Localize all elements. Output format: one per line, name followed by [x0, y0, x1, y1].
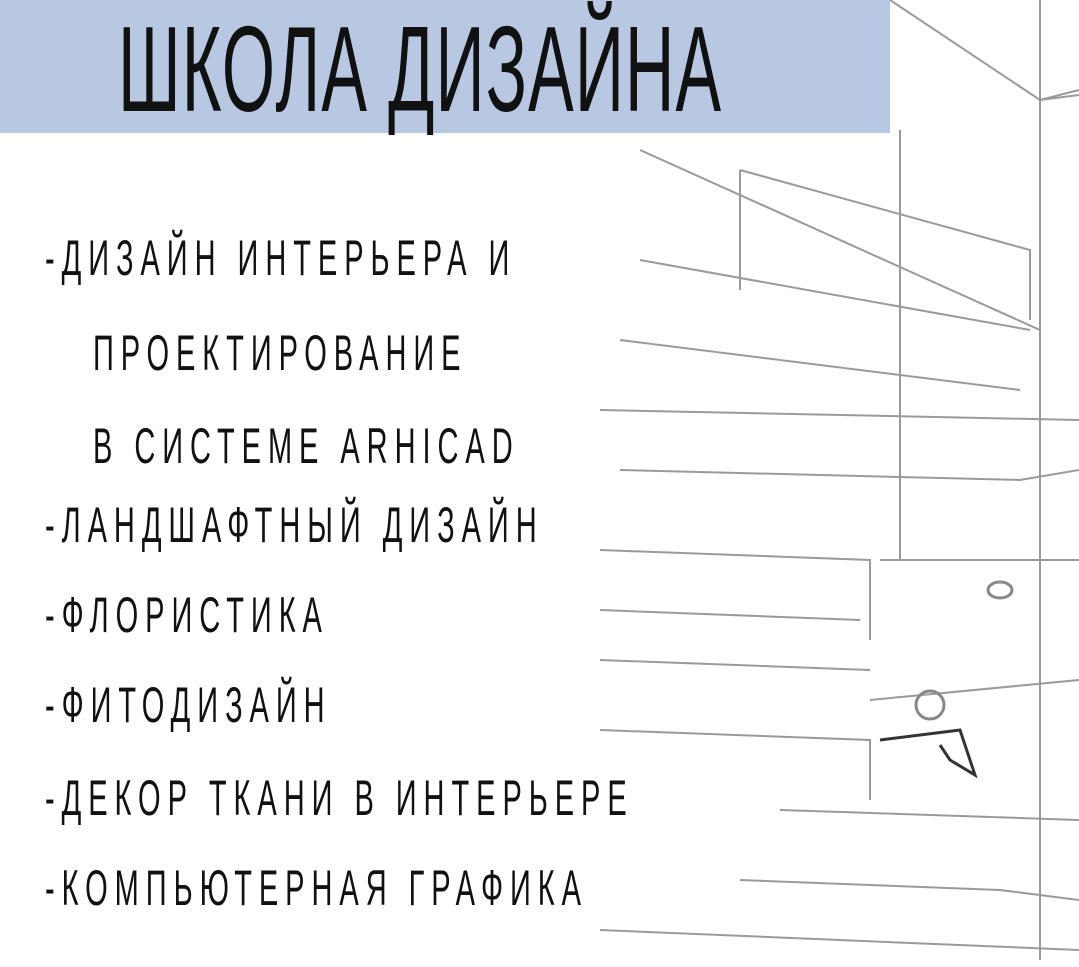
page-title: ШКОЛА ДИЗАЙНА	[118, 1, 723, 137]
course-item: -ФЛОРИСТИКА	[45, 587, 329, 643]
course-item: -ДЕКОР ТКАНИ В ИНТЕРЬЕРЕ	[45, 770, 634, 826]
course-item: -ДИЗАЙН ИНТЕРЬЕРА И	[45, 230, 517, 286]
course-item-continued: В СИСТЕМЕ ARHICAD	[93, 418, 520, 474]
course-item-continued: ПРОЕКТИРОВАНИЕ	[93, 325, 468, 381]
course-item: -КОМПЬЮТЕРНАЯ ГРАФИКА	[45, 860, 588, 916]
header-banner: ШКОЛА ДИЗАЙНА	[0, 0, 890, 133]
course-item: -ЛАНДШАФТНЫЙ ДИЗАЙН	[45, 497, 544, 553]
course-item: -ФИТОДИЗАЙН	[45, 677, 332, 733]
